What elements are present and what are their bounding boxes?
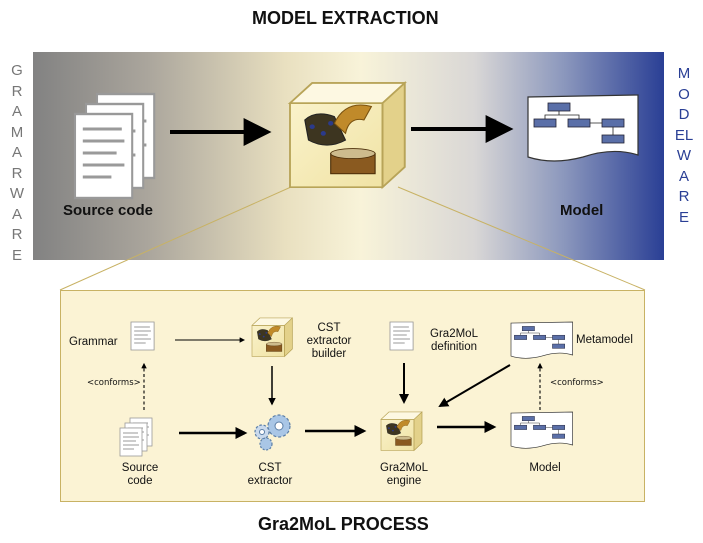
cst-extractor-label: CST extractor [247,462,293,487]
grammar-label: Grammar [69,336,118,348]
cst-builder-label: CST extractor builder [306,322,352,360]
source-code-process-label: Source code [121,462,159,487]
gears-icon [254,414,291,451]
document-icon [130,321,155,351]
document-icon [389,321,414,351]
metamodel-label: Metamodel [576,334,633,346]
document-stack-icon [73,92,156,200]
diagram-title: MODEL EXTRACTION [252,8,439,28]
conforms-label-left: <conforms> [87,378,141,388]
source-code-label: Source code [63,202,154,219]
model-diagram-icon [510,411,573,449]
grammarware-label: GRAMARWARE [9,62,25,264]
model-label: Model [560,202,604,219]
gra2mol-definition-label: Gra2MoL definition [430,328,478,353]
model-process-label: Model [529,462,561,474]
model-diagram-icon [510,321,573,359]
conforms-label-right: <conforms> [550,378,604,388]
process-title: Gra2MoL PROCESS [258,514,429,534]
gramophone-cube-icon [289,82,406,189]
document-stack-icon [119,417,153,457]
gra2mol-engine-label: Gra2MoL engine [380,462,428,487]
model-diagram-icon [527,94,639,162]
gramophone-cube-icon [251,317,293,357]
gramophone-cube-icon [380,411,423,451]
modelware-label: MODELWARE [674,65,694,226]
